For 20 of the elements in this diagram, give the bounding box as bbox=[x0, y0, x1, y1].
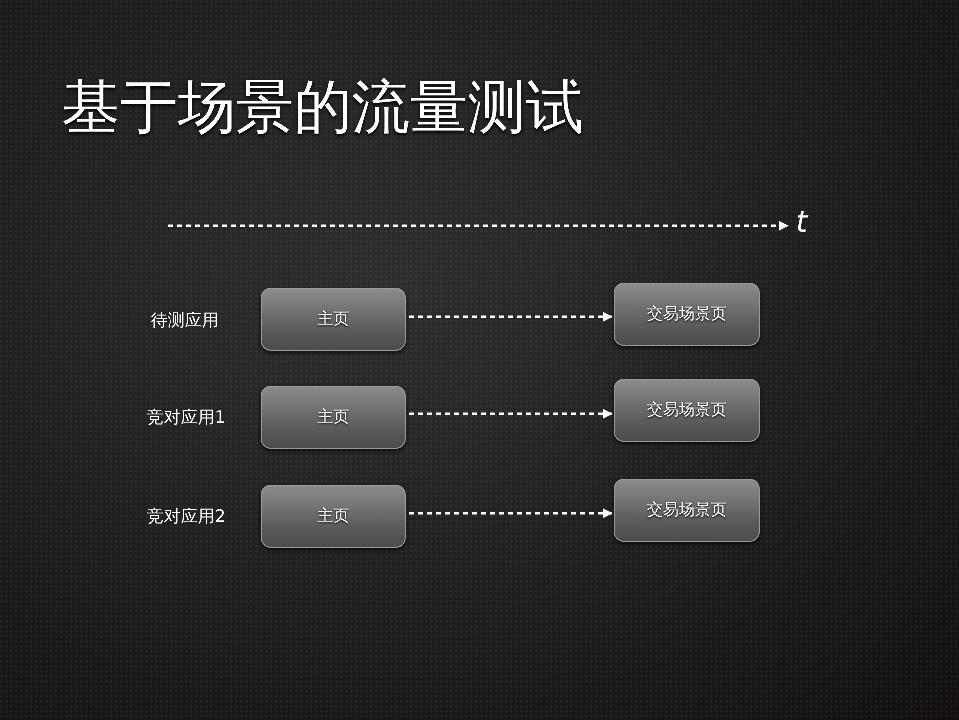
page-name: 主页 bbox=[318, 309, 350, 330]
page-box bbox=[614, 283, 760, 346]
slide-title: 基于场景的流量测试 bbox=[62, 72, 584, 142]
app-label: 待测应用 bbox=[151, 310, 219, 332]
page-box bbox=[261, 288, 406, 351]
dashed-arrow bbox=[409, 409, 613, 419]
page-name: 交易场景页 bbox=[647, 500, 727, 521]
app-label: 竞对应用1 bbox=[147, 407, 226, 429]
dashed-arrow bbox=[409, 508, 613, 518]
page-box bbox=[261, 386, 406, 449]
page-name: 主页 bbox=[318, 407, 350, 428]
page-name: 交易场景页 bbox=[647, 400, 727, 421]
page-name: 交易场景页 bbox=[647, 304, 727, 325]
page-box bbox=[614, 479, 760, 542]
page-box bbox=[614, 379, 760, 442]
page-box bbox=[261, 485, 406, 548]
time-label: t bbox=[796, 208, 808, 238]
page-name: 主页 bbox=[318, 506, 350, 527]
app-label: 竞对应用2 bbox=[147, 506, 226, 528]
dashed-arrow bbox=[409, 312, 613, 322]
